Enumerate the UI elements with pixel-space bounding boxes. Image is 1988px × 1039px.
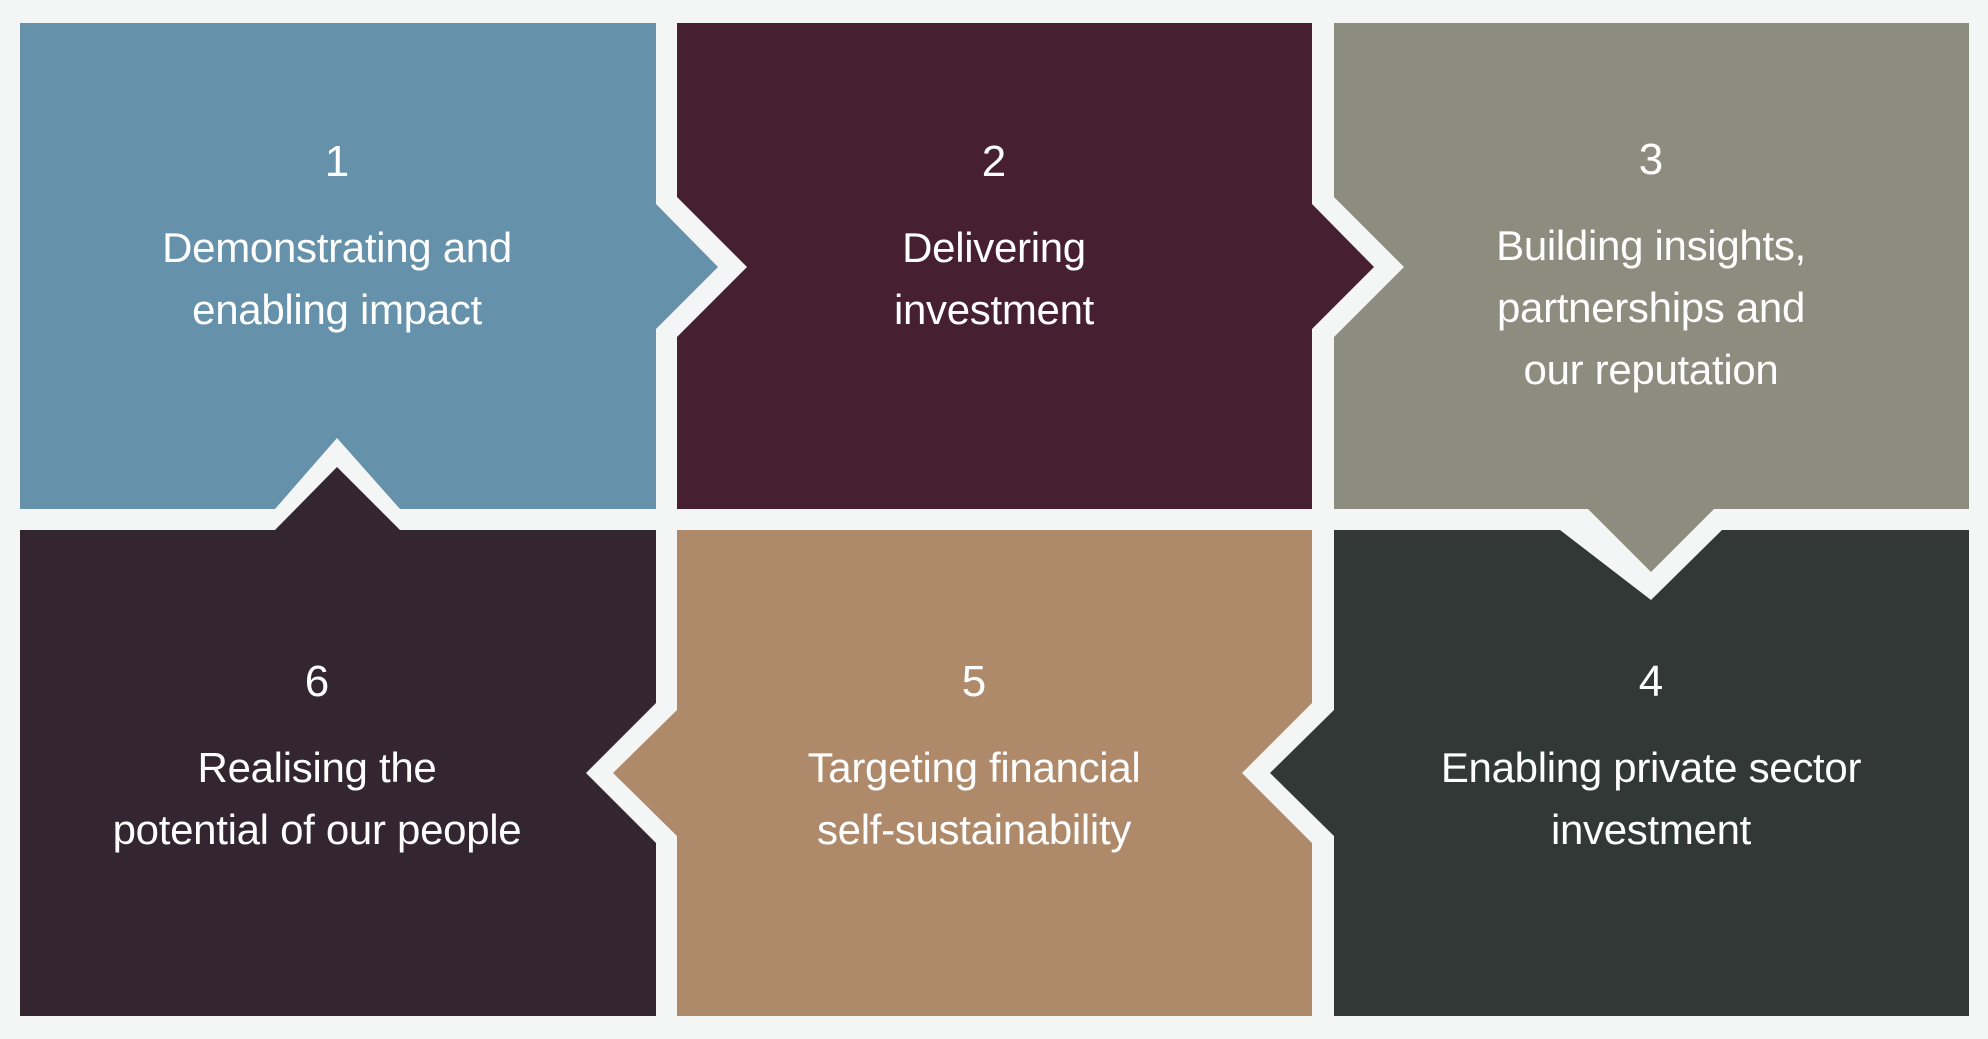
step-5-title-line: self-sustainability [816, 806, 1132, 853]
step-2-title-line: investment [893, 286, 1095, 333]
step-5-label: 5 Targeting financial self-sustainabilit… [808, 657, 1141, 861]
step-4-label: 4 Enabling private sector investment [1440, 657, 1862, 861]
step-3-title-line: Building insights, [1496, 222, 1806, 269]
step-6-title-line: potential of our people [112, 806, 522, 853]
step-1-label: 1 Demonstrating and enabling impact [162, 137, 512, 341]
step-1-title: Demonstrating and enabling impact [162, 217, 512, 341]
step-4-number: 4 [1638, 657, 1664, 706]
step-3-label: 3 Building insights, partnerships and ou… [1496, 135, 1806, 401]
step-3-number: 3 [1638, 135, 1664, 184]
step-6-panel [20, 467, 656, 1016]
step-5-number: 5 [961, 657, 987, 706]
step-2-title: Delivering investment [894, 217, 1094, 341]
step-1-title-line: enabling impact [192, 286, 482, 333]
step-6-title: Realising the potential of our people [113, 737, 522, 861]
step-3-title-line: our reputation [1523, 346, 1779, 393]
step-1-panel [20, 23, 718, 509]
step-1-number: 1 [324, 137, 350, 186]
step-2-title-line: Delivering [902, 224, 1086, 271]
step-5-title: Targeting financial self-sustainability [808, 737, 1141, 861]
step-2-panel [677, 23, 1374, 509]
step-4-title-line: investment [1550, 806, 1752, 853]
step-1-title-line: Demonstrating and [162, 224, 512, 271]
step-6-label: 6 Realising the potential of our people [113, 657, 522, 861]
step-3-title: Building insights, partnerships and our … [1496, 215, 1806, 401]
step-6-title-line: Realising the [197, 744, 437, 791]
step-6-number: 6 [304, 657, 330, 706]
step-5-title-line: Targeting financial [807, 744, 1141, 791]
step-4-panel [1270, 530, 1969, 1016]
step-2-number: 2 [981, 137, 1007, 186]
step-4-title: Enabling private sector investment [1440, 737, 1862, 861]
step-3-panel [1334, 23, 1969, 572]
step-4-title-line: Enabling private sector [1440, 744, 1862, 791]
step-5-panel [613, 530, 1312, 1016]
step-2-label: 2 Delivering investment [894, 137, 1094, 341]
step-3-title-line: partnerships and [1496, 284, 1806, 331]
